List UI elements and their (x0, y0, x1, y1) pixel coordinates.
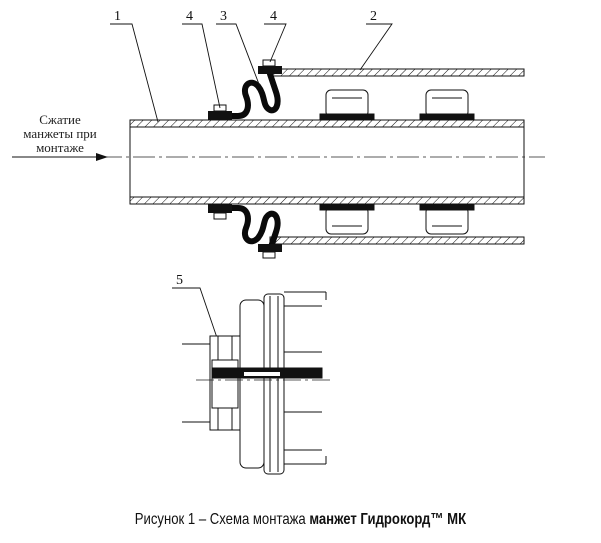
cuff-bottom (208, 204, 282, 259)
cuff-top (208, 59, 282, 120)
compression-note-line1: Сжатие (39, 112, 81, 127)
caption-prefix: Рисунок 1 – Схема монтажа (134, 511, 310, 528)
outer-sleeve (269, 68, 525, 245)
spacer-rollers (319, 89, 475, 235)
compression-arrow (12, 153, 108, 161)
compression-note-line2: манжеты при (23, 126, 97, 141)
inner-pipe (129, 119, 525, 205)
label-1: 1 (114, 9, 121, 24)
assembly-drawing: 1 4 3 4 2 5 Сжатие манжеты при монтаже (12, 9, 545, 475)
caption-emphasis: манжет Гидрокорд™ МК (309, 511, 467, 528)
detail-view (182, 291, 327, 475)
label-2: 2 (370, 9, 377, 24)
compression-note-line3: монтаже (36, 140, 84, 155)
label-5: 5 (176, 273, 183, 288)
label-4-left: 4 (186, 9, 193, 24)
label-3: 3 (220, 9, 227, 24)
figure-caption: Рисунок 1 – Схема монтажа манжет Гидроко… (54, 511, 547, 529)
label-4-right: 4 (270, 9, 277, 24)
